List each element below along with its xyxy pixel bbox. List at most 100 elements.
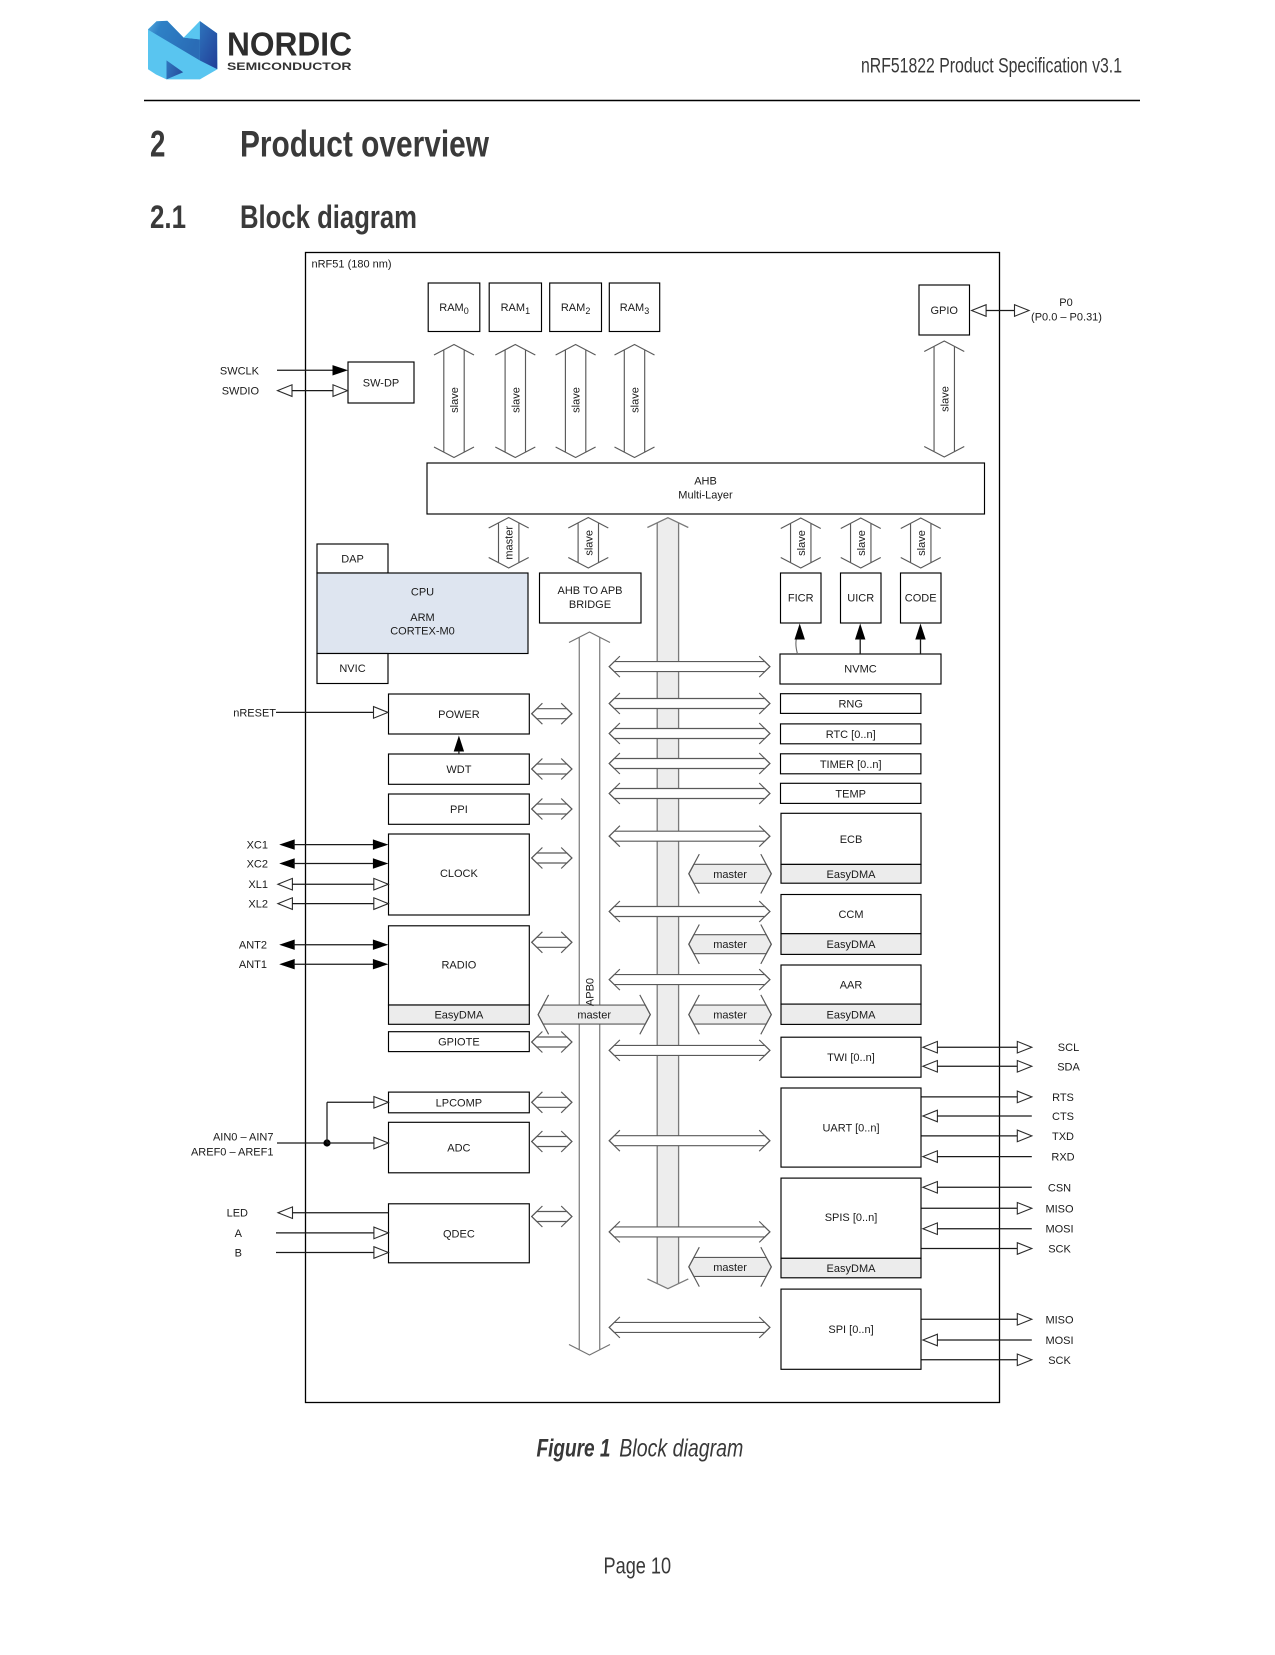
svg-text:PPI: PPI — [450, 804, 468, 816]
svg-text:Block diagram: Block diagram — [619, 1434, 743, 1462]
svg-text:Page 10: Page 10 — [604, 1553, 672, 1579]
svg-text:SCK: SCK — [1048, 1355, 1071, 1367]
svg-text:MISO: MISO — [1045, 1203, 1074, 1215]
svg-text:ANT1: ANT1 — [239, 959, 267, 971]
svg-text:XC2: XC2 — [247, 859, 268, 871]
svg-text:SDA: SDA — [1057, 1061, 1080, 1073]
svg-text:SW-DP: SW-DP — [363, 378, 399, 390]
svg-text:SEMICONDUCTOR: SEMICONDUCTOR — [227, 61, 352, 73]
svg-text:nRF51 (180 nm): nRF51 (180 nm) — [312, 259, 392, 271]
svg-text:LED: LED — [227, 1208, 248, 1220]
svg-text:nRF51822 Product Specification: nRF51822 Product Specification v3.1 — [861, 55, 1122, 78]
svg-text:EasyDMA: EasyDMA — [827, 1263, 877, 1275]
svg-text:RTC [0..n]: RTC [0..n] — [826, 729, 876, 741]
svg-text:SCL: SCL — [1058, 1042, 1079, 1054]
svg-text:EasyDMA: EasyDMA — [827, 939, 877, 951]
svg-text:(P0.0 – P0.31): (P0.0 – P0.31) — [1031, 312, 1102, 324]
svg-text:slave: slave — [856, 530, 868, 556]
svg-text:TWI [0..n]: TWI [0..n] — [827, 1052, 875, 1064]
svg-text:NVIC: NVIC — [339, 663, 365, 675]
svg-text:Multi-Layer: Multi-Layer — [678, 490, 733, 502]
svg-text:slave: slave — [916, 530, 928, 556]
svg-text:RADIO: RADIO — [441, 960, 476, 972]
svg-text:SCK: SCK — [1048, 1244, 1071, 1256]
svg-text:POWER: POWER — [438, 709, 480, 721]
svg-text:slave: slave — [796, 530, 808, 556]
svg-text:slave: slave — [571, 387, 583, 413]
svg-text:Product overview: Product overview — [240, 123, 489, 164]
svg-text:Figure 1: Figure 1 — [537, 1434, 611, 1462]
svg-text:CSN: CSN — [1048, 1182, 1071, 1194]
svg-text:A: A — [235, 1228, 243, 1240]
svg-text:P0: P0 — [1059, 297, 1072, 309]
svg-text:RNG: RNG — [838, 699, 862, 711]
svg-text:DAP: DAP — [341, 554, 364, 566]
svg-text:slave: slave — [510, 387, 522, 413]
svg-text:SPIS [0..n]: SPIS [0..n] — [825, 1212, 878, 1224]
svg-text:master: master — [713, 939, 747, 951]
svg-text:XC1: XC1 — [247, 840, 268, 852]
svg-text:SWDIO: SWDIO — [222, 386, 260, 398]
svg-text:2.1: 2.1 — [150, 199, 186, 235]
svg-text:ARM: ARM — [410, 612, 434, 624]
svg-text:slave: slave — [630, 387, 642, 413]
svg-text:TEMP: TEMP — [835, 788, 866, 800]
svg-text:ECB: ECB — [840, 834, 863, 846]
svg-text:slave: slave — [939, 386, 951, 412]
svg-text:RTS: RTS — [1052, 1092, 1074, 1104]
svg-text:GPIOTE: GPIOTE — [438, 1037, 480, 1049]
svg-text:NORDIC: NORDIC — [227, 26, 352, 63]
svg-text:QDEC: QDEC — [443, 1228, 475, 1240]
svg-text:slave: slave — [449, 387, 461, 413]
svg-text:EasyDMA: EasyDMA — [434, 1010, 484, 1022]
svg-text:CCM: CCM — [838, 909, 863, 921]
svg-text:AHB TO APB: AHB TO APB — [557, 585, 622, 597]
svg-text:UICR: UICR — [847, 593, 874, 605]
svg-text:master: master — [504, 526, 516, 560]
svg-text:SWCLK: SWCLK — [220, 365, 260, 377]
svg-text:MISO: MISO — [1045, 1314, 1074, 1326]
svg-text:NVMC: NVMC — [844, 664, 876, 676]
svg-text:Block diagram: Block diagram — [240, 199, 417, 235]
svg-text:TIMER [0..n]: TIMER [0..n] — [820, 759, 882, 771]
svg-text:CLOCK: CLOCK — [440, 868, 479, 880]
svg-text:WDT: WDT — [446, 764, 471, 776]
svg-text:AAR: AAR — [840, 980, 863, 992]
svg-text:AHB: AHB — [694, 476, 717, 488]
svg-text:master: master — [713, 1010, 747, 1022]
svg-text:RAM3: RAM3 — [620, 302, 649, 316]
svg-text:ANT2: ANT2 — [239, 940, 267, 952]
svg-text:RXD: RXD — [1051, 1152, 1074, 1164]
svg-text:EasyDMA: EasyDMA — [827, 1009, 877, 1021]
svg-text:master: master — [713, 1262, 747, 1274]
svg-text:RAM2: RAM2 — [561, 302, 590, 316]
svg-text:RAM0: RAM0 — [439, 302, 468, 316]
svg-text:AIN0 – AIN7: AIN0 – AIN7 — [213, 1132, 274, 1144]
svg-text:master: master — [713, 869, 747, 881]
svg-text:GPIO: GPIO — [930, 305, 958, 317]
svg-text:CORTEX-M0: CORTEX-M0 — [390, 626, 455, 638]
svg-text:slave: slave — [583, 530, 595, 556]
svg-text:B: B — [235, 1248, 242, 1260]
svg-text:UART [0..n]: UART [0..n] — [822, 1123, 879, 1135]
svg-text:MOSI: MOSI — [1045, 1224, 1073, 1236]
svg-text:EasyDMA: EasyDMA — [827, 869, 877, 881]
svg-text:nRESET: nRESET — [233, 707, 276, 719]
svg-text:APB0: APB0 — [585, 978, 597, 1006]
svg-text:SPI [0..n]: SPI [0..n] — [828, 1324, 873, 1336]
svg-text:2: 2 — [150, 123, 165, 164]
svg-text:XL1: XL1 — [248, 879, 268, 891]
svg-text:master: master — [577, 1010, 611, 1022]
svg-text:CODE: CODE — [905, 593, 937, 605]
svg-text:FICR: FICR — [788, 593, 814, 605]
svg-text:MOSI: MOSI — [1045, 1335, 1073, 1347]
svg-text:AREF0 – AREF1: AREF0 – AREF1 — [191, 1146, 274, 1158]
svg-text:LPCOMP: LPCOMP — [436, 1097, 482, 1109]
svg-text:BRIDGE: BRIDGE — [569, 599, 611, 611]
svg-text:RAM1: RAM1 — [501, 302, 530, 316]
svg-text:ADC: ADC — [447, 1143, 470, 1155]
svg-text:XL2: XL2 — [248, 899, 268, 911]
svg-text:CTS: CTS — [1052, 1111, 1074, 1123]
svg-text:TXD: TXD — [1052, 1131, 1074, 1143]
svg-text:CPU: CPU — [411, 587, 434, 599]
